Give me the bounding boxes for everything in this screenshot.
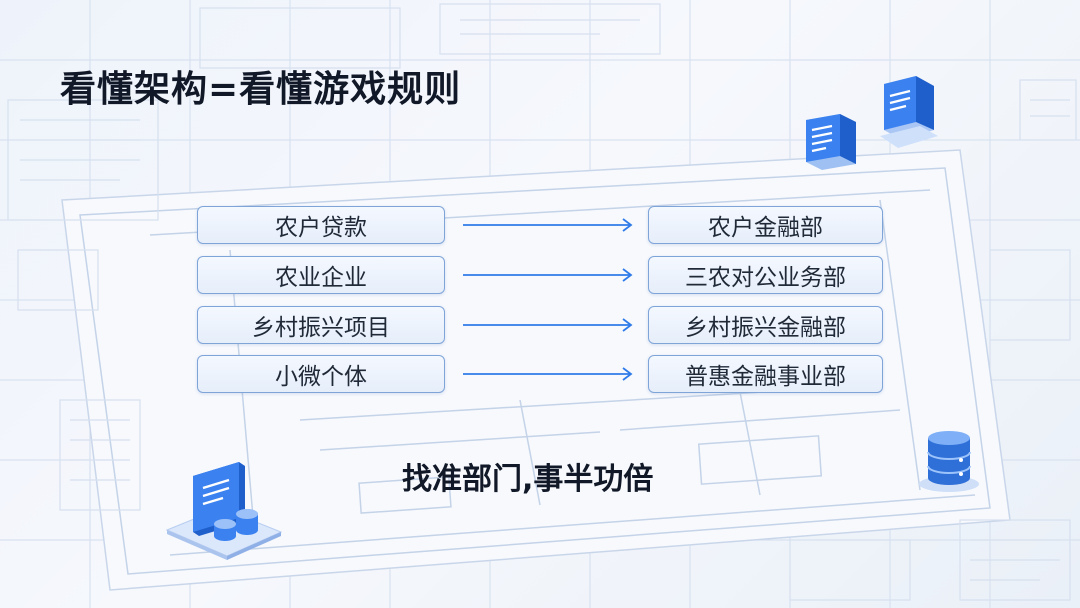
computer-database-icon xyxy=(165,462,283,560)
arrow-right-icon xyxy=(463,318,633,332)
arrow-right-icon xyxy=(463,268,633,282)
source-box-1: 农户贷款 xyxy=(197,206,445,244)
arrow-right-icon xyxy=(463,218,633,232)
source-box-3: 乡村振兴项目 xyxy=(197,306,445,344)
monitor-document-icon xyxy=(880,76,938,148)
tagline: 找准部门,事半功倍 xyxy=(402,462,654,497)
source-box-2: 农业企业 xyxy=(197,256,445,294)
target-box-4: 普惠金融事业部 xyxy=(648,355,883,393)
target-box-2: 三农对公业务部 xyxy=(648,256,883,294)
target-box-3: 乡村振兴金融部 xyxy=(648,306,883,344)
database-icon xyxy=(919,431,979,492)
arrow-right-icon xyxy=(463,367,633,381)
page-title: 看懂架构=看懂游戏规则 xyxy=(60,69,462,110)
target-box-1: 农户金融部 xyxy=(648,206,883,244)
source-box-4: 小微个体 xyxy=(197,355,445,393)
folder-document-icon xyxy=(806,114,856,170)
